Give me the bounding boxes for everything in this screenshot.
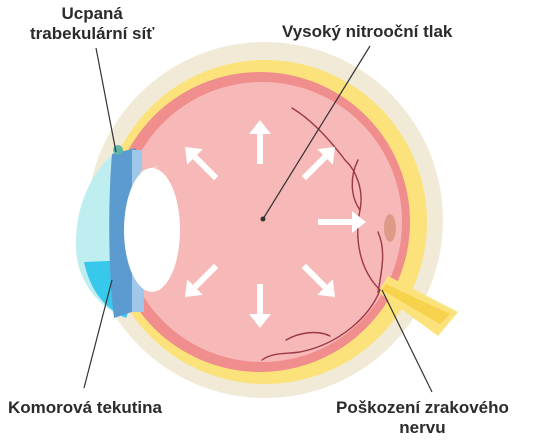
pressure-arrow-up-right <box>301 147 335 181</box>
label-high-pressure: Vysoký nitrooční tlak <box>282 22 453 41</box>
leader-line-nerve <box>381 289 433 393</box>
label-blocked-meshwork: Ucpaná trabekulární síť <box>30 4 154 44</box>
optic-nerve-inner <box>382 284 450 324</box>
leader-lines <box>83 45 433 393</box>
label-nerve-damage: Poškození zrakového nervu <box>336 398 509 438</box>
label-nerve-damage-line2: nervu <box>399 418 446 437</box>
lens <box>124 168 180 292</box>
blood-vessels <box>261 107 384 361</box>
pressure-arrow-down-left <box>185 263 219 297</box>
leader-line-pressure <box>262 45 371 220</box>
fovea <box>384 214 396 242</box>
pressure-arrow-up-left <box>185 147 219 181</box>
label-blocked-meshwork-line2: trabekulární síť <box>30 24 155 43</box>
pressure-arrow-right <box>318 211 366 233</box>
label-blocked-meshwork-line1: Ucpaná <box>61 4 123 23</box>
leader-line-aqueous <box>83 279 113 389</box>
label-aqueous-humor: Komorová tekutina <box>8 398 162 417</box>
pressure-arrow-down-right <box>301 263 335 297</box>
pressure-arrow-up <box>249 120 271 164</box>
pressure-arrows <box>185 120 366 328</box>
label-nerve-damage-line1: Poškození zrakového <box>336 398 509 417</box>
pressure-arrow-down <box>249 284 271 328</box>
leader-line-meshwork <box>95 47 117 153</box>
